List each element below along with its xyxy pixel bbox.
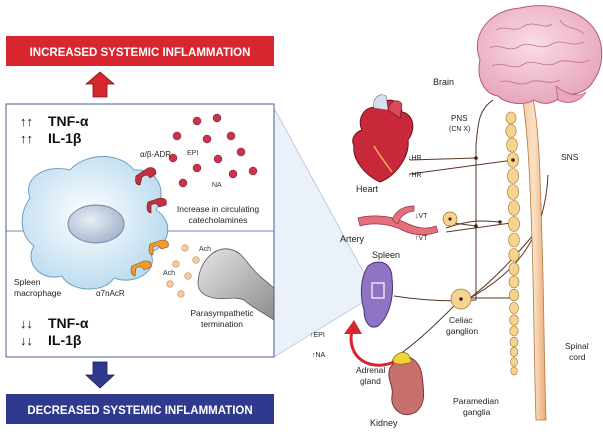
heart-label: Heart [356, 184, 379, 194]
alpha7-nicotinic-receptors [130, 239, 169, 277]
paramedian-ganglia-chain [505, 111, 520, 376]
decreased-inflammation-label: DECREASED SYSTEMIC INFLAMMATION [27, 405, 252, 417]
alpha-beta-adr-label: α/β-ADR [140, 150, 171, 159]
spinal-cord-label-1: Spinal [565, 341, 589, 351]
kidney [388, 356, 425, 416]
catecholamine-caption-2: catecholamines [188, 215, 247, 225]
na-label: NA [212, 182, 222, 189]
spleen-label: Spleen [372, 250, 400, 260]
heart [352, 94, 414, 183]
spleen-macrophage-label-2: macrophage [14, 288, 62, 298]
il1-beta-label-lower: IL-1β [48, 332, 82, 348]
noradrenaline-increase-label: ↑NA [312, 352, 326, 359]
cytokine-increase-arrows-1: ↑↑ [20, 114, 33, 129]
down-arrow-icon [84, 361, 116, 389]
paramedian-ganglia-label-2: ganglia [463, 407, 491, 417]
spinal-cord [521, 93, 547, 421]
ach-label-2: Ach [163, 270, 175, 277]
spleen [360, 261, 393, 328]
macrophage-nucleus [67, 204, 125, 244]
il1-beta-label-upper: IL-1β [48, 130, 82, 146]
paramedian-ganglia-label-1: Paramedian [453, 396, 499, 406]
acetylcholine-molecules [166, 244, 200, 298]
spinal-cord-label-2: cord [569, 352, 586, 362]
zoom-connector [274, 108, 370, 357]
up-arrow-icon [84, 71, 116, 98]
pns-label-2: (CN X) [449, 126, 470, 133]
tnf-alpha-label-upper: TNF-α [48, 113, 89, 129]
nerve-pathways [393, 99, 549, 355]
brain-label: Brain [433, 77, 454, 87]
adrenal-arrow-head-icon [344, 320, 362, 334]
cytokine-decrease-arrows-1: ↓↓ [20, 316, 33, 331]
decreased-inflammation-banner: DECREASED SYSTEMIC INFLAMMATION [6, 394, 274, 424]
alpha7-nacr-label: α7nAcR [96, 289, 125, 298]
artery [357, 205, 439, 236]
kidney-label: Kidney [370, 418, 398, 428]
epinephrine-increase-label: ↑EPI [310, 332, 325, 339]
adrenergic-receptors [135, 167, 167, 214]
cytokine-increase-arrows-2: ↑↑ [20, 131, 33, 146]
brain [476, 5, 603, 104]
adrenal-gland-label-2: gland [360, 376, 381, 386]
catecholamine-molecules [168, 113, 258, 188]
nerve-junction-dots [448, 156, 515, 301]
adrenal-to-spleen-arrow [349, 329, 395, 367]
pns-label-1: PNS [451, 114, 467, 123]
increased-inflammation-label: INCREASED SYSTEMIC INFLAMMATION [30, 47, 251, 59]
ach-label-1: Ach [199, 246, 211, 253]
sympathetic-ganglia [442, 211, 472, 310]
parasympathetic-label-2: termination [201, 319, 243, 329]
catecholamine-caption-1: Increase in circulating [177, 204, 259, 214]
celiac-ganglion-label-1: Celiac [449, 315, 473, 325]
parasympathetic-label-1: Parasympathetic [190, 308, 254, 318]
increased-inflammation-banner: INCREASED SYSTEMIC INFLAMMATION [6, 36, 274, 66]
tnf-alpha-label-lower: TNF-α [48, 315, 89, 331]
spleen-macrophage-label-1: Spleen [14, 277, 41, 287]
heart-rate-increase-label: ↑HR [408, 172, 422, 179]
celiac-ganglion-label-2: ganglion [446, 326, 478, 336]
artery-label: Artery [340, 234, 365, 244]
epi-label: EPI [187, 150, 198, 157]
adrenal-gland-label-1: Adrenal [356, 365, 385, 375]
vascular-tone-increase-label: ↑VT [415, 235, 428, 242]
parasympathetic-terminal [197, 248, 275, 321]
vascular-tone-decrease-label: ↓VT [415, 213, 428, 220]
cytokine-decrease-arrows-2: ↓↓ [20, 333, 33, 348]
heart-rate-decrease-label: ↓HR [408, 155, 422, 162]
adrenal-gland [391, 352, 413, 365]
sns-label: SNS [561, 152, 579, 162]
spleen-zoom-box [371, 282, 385, 299]
spleen-zoom-panel: ↑↑ TNF-α ↑↑ IL-1β EPI NA Increase in cir… [5, 103, 275, 358]
